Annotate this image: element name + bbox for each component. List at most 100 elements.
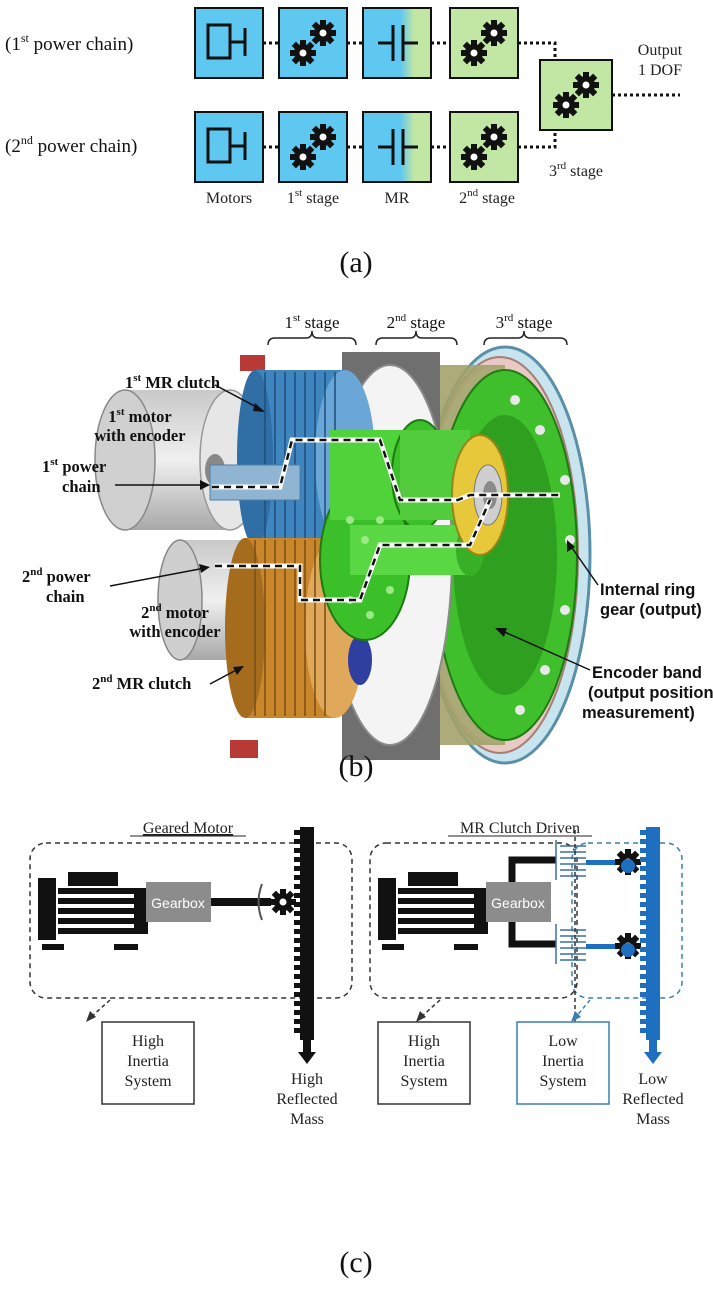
rack-tooth bbox=[294, 992, 300, 997]
geared-motor-title: Geared Motor bbox=[143, 820, 234, 837]
clutch1-label: 1st MR clutch bbox=[125, 372, 220, 392]
rack-tooth bbox=[640, 866, 646, 871]
li-l1: Low bbox=[548, 1033, 578, 1050]
caption-b: (b) bbox=[339, 750, 374, 783]
hi-right-l2: Inertia bbox=[403, 1053, 445, 1070]
rack-tooth bbox=[640, 893, 646, 898]
stage2-label: 2nd stage bbox=[459, 187, 515, 207]
row2-stage1-block bbox=[278, 111, 348, 183]
rack-tooth bbox=[294, 1010, 300, 1015]
row2-stage2-block bbox=[449, 111, 519, 183]
clutch1-leader bbox=[214, 384, 263, 411]
rack-tooth bbox=[294, 839, 300, 844]
caption-c: (c) bbox=[339, 1246, 372, 1279]
encoder-label-2: (output position bbox=[588, 684, 713, 702]
rack-tooth bbox=[294, 974, 300, 979]
rack-tooth bbox=[294, 875, 300, 880]
hi-left-l2: Inertia bbox=[127, 1053, 169, 1070]
right-motor-icon bbox=[378, 872, 488, 950]
output-label-1: Output bbox=[638, 42, 683, 59]
chain2-label: (2nd power chain) bbox=[5, 133, 137, 157]
chain1-label: (1st power chain) bbox=[5, 31, 133, 55]
li-l2: Inertia bbox=[542, 1053, 584, 1070]
encoder-label-3: measurement) bbox=[582, 704, 695, 722]
mr-clutch-driven-title: MR Clutch Driven bbox=[460, 820, 580, 837]
right-rack bbox=[640, 827, 662, 1064]
left-system-box bbox=[29, 842, 353, 999]
motors-label: Motors bbox=[206, 190, 252, 207]
b-stage1-label: 1st stage bbox=[284, 312, 339, 332]
rack-tooth bbox=[294, 1028, 300, 1033]
caption-a: (a) bbox=[339, 246, 372, 279]
rack-tooth bbox=[640, 920, 646, 925]
hrm-l2: Reflected bbox=[276, 1091, 337, 1108]
ring-gear-label-1: Internal ring bbox=[600, 581, 695, 599]
b-stage3-label: 3rd stage bbox=[496, 312, 553, 332]
right-gearbox-label: Gearbox bbox=[491, 895, 545, 911]
right-low-box bbox=[571, 842, 683, 999]
motor2-label-2: with encoder bbox=[129, 622, 220, 641]
left-rack bbox=[294, 827, 316, 1064]
rack-tooth bbox=[640, 974, 646, 979]
rack-tooth bbox=[640, 956, 646, 961]
chain1-label-2: chain bbox=[62, 477, 101, 496]
rack-tooth bbox=[294, 920, 300, 925]
right-gearbox bbox=[486, 882, 551, 922]
hi-right-l1: High bbox=[408, 1033, 440, 1050]
hrm-l1: High bbox=[291, 1071, 323, 1088]
rack-tooth bbox=[640, 875, 646, 880]
left-gearbox-label: Gearbox bbox=[151, 895, 205, 911]
motor1-label-1: 1st motor bbox=[108, 406, 171, 426]
right-high-box bbox=[369, 842, 578, 999]
hi-right-l3: System bbox=[400, 1073, 448, 1090]
rack-tooth bbox=[294, 947, 300, 952]
panel-c-comparison: Geared Motor MR Clutch Driven Gearbox Ge… bbox=[29, 820, 684, 1279]
lrm-l2: Reflected bbox=[622, 1091, 683, 1108]
li-l3: System bbox=[539, 1073, 587, 1090]
stage3-label: 3rd stage bbox=[549, 160, 603, 180]
lrm-l1: Low bbox=[638, 1071, 668, 1088]
mr-label: MR bbox=[385, 190, 410, 207]
hi-left-l1: High bbox=[132, 1033, 164, 1050]
rack-tooth bbox=[294, 1001, 300, 1006]
stage-braces bbox=[267, 330, 568, 346]
b-stage2-label: 2nd stage bbox=[387, 312, 446, 332]
chain1-label-1: 1st power bbox=[42, 456, 106, 476]
rack-tooth bbox=[294, 956, 300, 961]
chain2-label-2: chain bbox=[46, 587, 85, 606]
rack-tooth bbox=[640, 848, 646, 853]
rack-tooth bbox=[640, 992, 646, 997]
power-chain-2-path bbox=[215, 499, 492, 602]
rack-tooth bbox=[640, 1010, 646, 1015]
row1-mr-block bbox=[362, 7, 432, 79]
hrm-l3: Mass bbox=[290, 1111, 324, 1128]
row2-mr-block bbox=[362, 111, 432, 183]
rack-tooth bbox=[640, 983, 646, 988]
rack-tooth bbox=[294, 929, 300, 934]
rack-tooth bbox=[640, 911, 646, 916]
encoder-label-1: Encoder band bbox=[592, 664, 702, 682]
rack-tooth bbox=[640, 884, 646, 889]
lrm-l3: Mass bbox=[636, 1111, 670, 1128]
rack-tooth bbox=[640, 947, 646, 952]
rack-tooth bbox=[294, 893, 300, 898]
panel-a-block-diagram: (1st power chain) (2nd power chain) bbox=[5, 7, 683, 279]
high-inertia-box-left bbox=[101, 1021, 195, 1105]
power-chain-1-path bbox=[212, 438, 560, 502]
rack-tooth bbox=[640, 857, 646, 862]
mr-clutch-2 bbox=[225, 538, 372, 718]
ring-gear-label-2: gear (output) bbox=[600, 601, 702, 619]
red-frame bbox=[240, 355, 265, 371]
rack-tooth bbox=[294, 902, 300, 907]
rack-tooth bbox=[640, 938, 646, 943]
rack-tooth bbox=[640, 839, 646, 844]
rack-tooth bbox=[294, 983, 300, 988]
rack-tooth bbox=[640, 1019, 646, 1024]
left-gearbox bbox=[146, 882, 211, 922]
output-label-2: 1 DOF bbox=[638, 62, 682, 79]
rack-tooth bbox=[294, 830, 300, 835]
row1-stage2-block bbox=[449, 7, 519, 79]
row2-motor-block bbox=[194, 111, 264, 183]
motor1-label-2: with encoder bbox=[94, 426, 185, 445]
